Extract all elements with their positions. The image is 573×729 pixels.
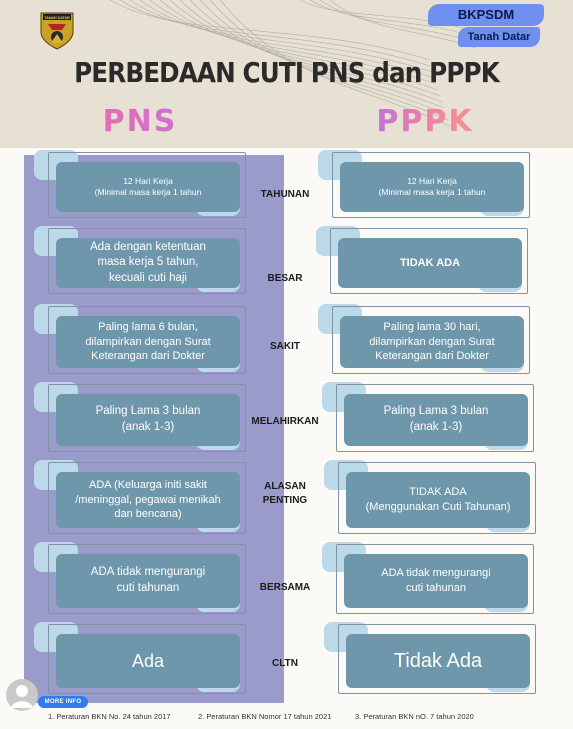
reference-1: 1. Peraturan BKN No. 24 tahun 2017 xyxy=(48,712,171,721)
column-heading-pppk: PPPK xyxy=(345,104,505,139)
row-label: MELAHIRKAN xyxy=(251,416,319,427)
region-badge: Tanah Datar xyxy=(458,27,540,47)
card-frame xyxy=(336,544,534,614)
header-banner: TANAH DATAR BKPSDM Tanah Datar PERBEDAAN… xyxy=(0,0,573,148)
card-frame xyxy=(48,152,246,218)
card-text: TIDAK ADA xyxy=(338,238,522,288)
card-text: TIDAK ADA (Menggunakan Cuti Tahunan) xyxy=(346,472,530,528)
card-frame xyxy=(338,624,536,694)
card-text: Paling lama 6 bulan, dilampirkan dengan … xyxy=(56,316,240,368)
card-frame xyxy=(48,228,246,294)
more-info-button[interactable]: MORE INFO xyxy=(38,696,88,708)
card-frame xyxy=(48,306,246,374)
card-text: ADA (Keluarga initi sakit /meninggal, pe… xyxy=(56,472,240,528)
column-heading-pns: PNS xyxy=(60,104,220,139)
card-text: Paling Lama 3 bulan (anak 1-3) xyxy=(344,394,528,446)
card-text: 12 Hari Kerja (Minimal masa kerja 1 tahu… xyxy=(56,162,240,212)
card-frame xyxy=(48,624,246,694)
card-text: Ada xyxy=(56,634,240,688)
row-label: SAKIT xyxy=(270,341,300,352)
row-label: ALASAN PENTING xyxy=(262,481,308,506)
row-label: BERSAMA xyxy=(259,582,311,593)
reference-2: 2. Peraturan BKN Nomor 17 tahun 2021 xyxy=(198,712,332,721)
row-label: TAHUNAN xyxy=(260,189,310,200)
card-frame xyxy=(48,384,246,452)
avatar[interactable] xyxy=(6,679,38,711)
card-text: Tidak Ada xyxy=(346,634,530,688)
card-frame xyxy=(48,544,246,614)
row-label: BESAR xyxy=(267,273,303,284)
tanah-datar-crest-icon: TANAH DATAR xyxy=(40,12,74,50)
reference-3: 3. Peraturan BKN nO. 7 tahun 2020 xyxy=(355,712,474,721)
crest-text: TANAH DATAR xyxy=(44,16,70,20)
page-title: PERBEDAAN CUTI PNS dan PPPK xyxy=(74,56,500,89)
card-text: 12 Hari Kerja (Minimal masa kerja 1 tahu… xyxy=(340,162,524,212)
card-frame xyxy=(48,462,246,534)
card-frame xyxy=(332,306,530,374)
org-badge: BKPSDM xyxy=(428,4,544,26)
card-text: Paling Lama 3 bulan (anak 1-3) xyxy=(56,394,240,446)
card-text: Paling lama 30 hari, dilampirkan dengan … xyxy=(340,316,524,368)
card-frame xyxy=(336,384,534,452)
card-frame xyxy=(332,152,530,218)
card-text: ADA tidak mengurangi cuti tahunan xyxy=(56,554,240,608)
card-text: ADA tidak mengurangi cuti tahunan xyxy=(344,554,528,608)
card-frame xyxy=(330,228,528,294)
card-frame xyxy=(338,462,536,534)
card-text: Ada dengan ketentuan masa kerja 5 tahun,… xyxy=(56,238,240,288)
row-label: CLTN xyxy=(272,658,298,669)
person-icon xyxy=(11,685,33,708)
